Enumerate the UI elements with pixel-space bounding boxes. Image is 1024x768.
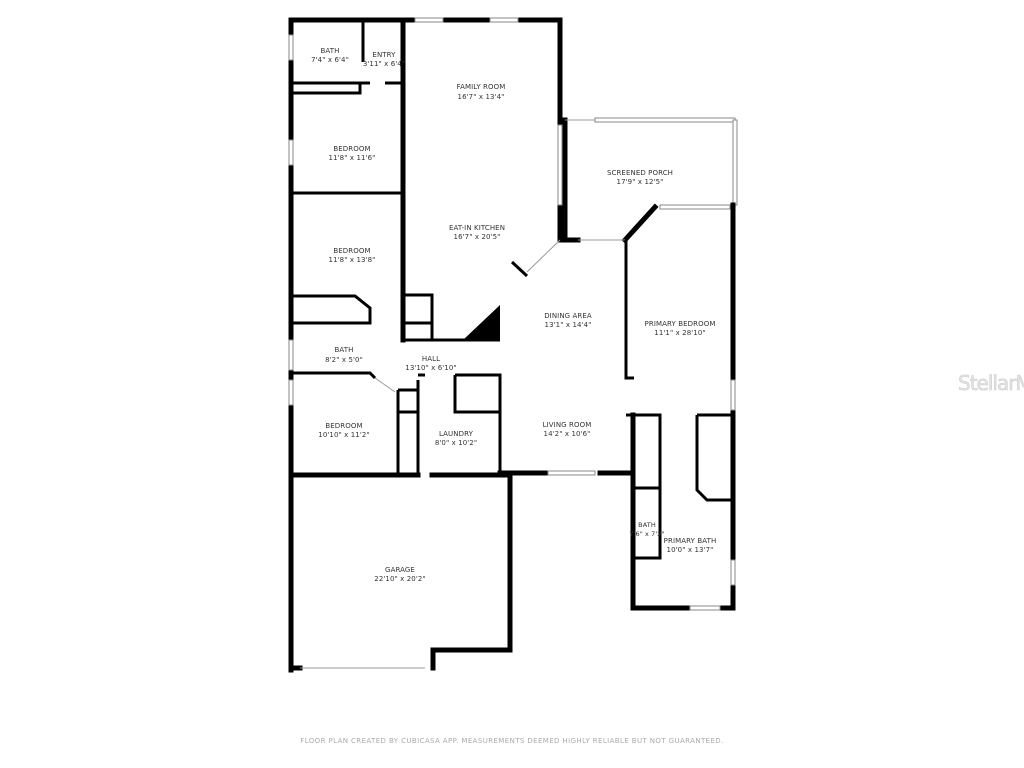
room-primary-bedroom-size: 11'1" x 28'10" <box>654 329 705 337</box>
room-bath-1-name: BATH <box>321 47 340 55</box>
room-dining-name: DINING AREA <box>544 312 592 320</box>
room-labels: BATH 7'4" x 6'4" ENTRY 3'11" x 6'4" FAMI… <box>311 47 716 583</box>
room-bath-3-name: BATH <box>638 521 656 529</box>
room-entry-name: ENTRY <box>372 51 396 59</box>
room-bedroom-3-size: 10'10" x 11'2" <box>318 431 369 439</box>
room-kitchen-size: 16'7" x 20'5" <box>454 233 501 241</box>
room-bedroom-3-name: BEDROOM <box>325 422 362 430</box>
room-living-name: LIVING ROOM <box>543 421 592 429</box>
room-garage-size: 22'10" x 20'2" <box>374 575 425 583</box>
room-bath-2-name: BATH <box>335 346 354 354</box>
stair-triangle <box>463 305 500 340</box>
room-bedroom-2-name: BEDROOM <box>333 247 370 255</box>
room-hall-size: 13'10" x 6'10" <box>405 364 456 372</box>
room-living-size: 14'2" x 10'6" <box>544 430 591 438</box>
room-dining-size: 13'1" x 14'4" <box>545 321 592 329</box>
walls <box>288 17 738 673</box>
room-bath-2-size: 8'2" x 5'0" <box>325 356 363 364</box>
room-porch-name: SCREENED PORCH <box>607 169 673 177</box>
room-bedroom-1-name: BEDROOM <box>333 145 370 153</box>
watermark-logo: StellarMLS <box>958 371 1024 395</box>
room-primary-bath-name: PRIMARY BATH <box>664 537 717 545</box>
room-garage-name: GARAGE <box>385 566 415 574</box>
room-primary-bedroom-name: PRIMARY BEDROOM <box>645 320 716 328</box>
room-primary-bath-size: 10'0" x 13'7" <box>667 546 714 554</box>
footer-disclaimer: FLOOR PLAN CREATED BY CUBICASA APP. MEAS… <box>300 737 724 745</box>
room-bath-3-size: 7'6" x 7'2" <box>629 530 664 538</box>
room-bedroom-2-size: 11'8" x 13'8" <box>329 256 376 264</box>
room-laundry-size: 8'0" x 10'2" <box>435 439 477 447</box>
room-kitchen-name: EAT-IN KITCHEN <box>449 224 505 232</box>
room-porch-size: 17'9" x 12'5" <box>617 178 664 186</box>
room-family-name: FAMILY ROOM <box>457 83 506 91</box>
room-bedroom-1-size: 11'8" x 11'6" <box>329 154 376 162</box>
room-entry-size: 3'11" x 6'4" <box>363 60 405 68</box>
room-family-size: 16'7" x 13'4" <box>458 93 505 101</box>
room-bath-1-size: 7'4" x 6'4" <box>311 56 349 64</box>
room-hall-name: HALL <box>422 355 440 363</box>
room-laundry-name: LAUNDRY <box>439 430 474 438</box>
